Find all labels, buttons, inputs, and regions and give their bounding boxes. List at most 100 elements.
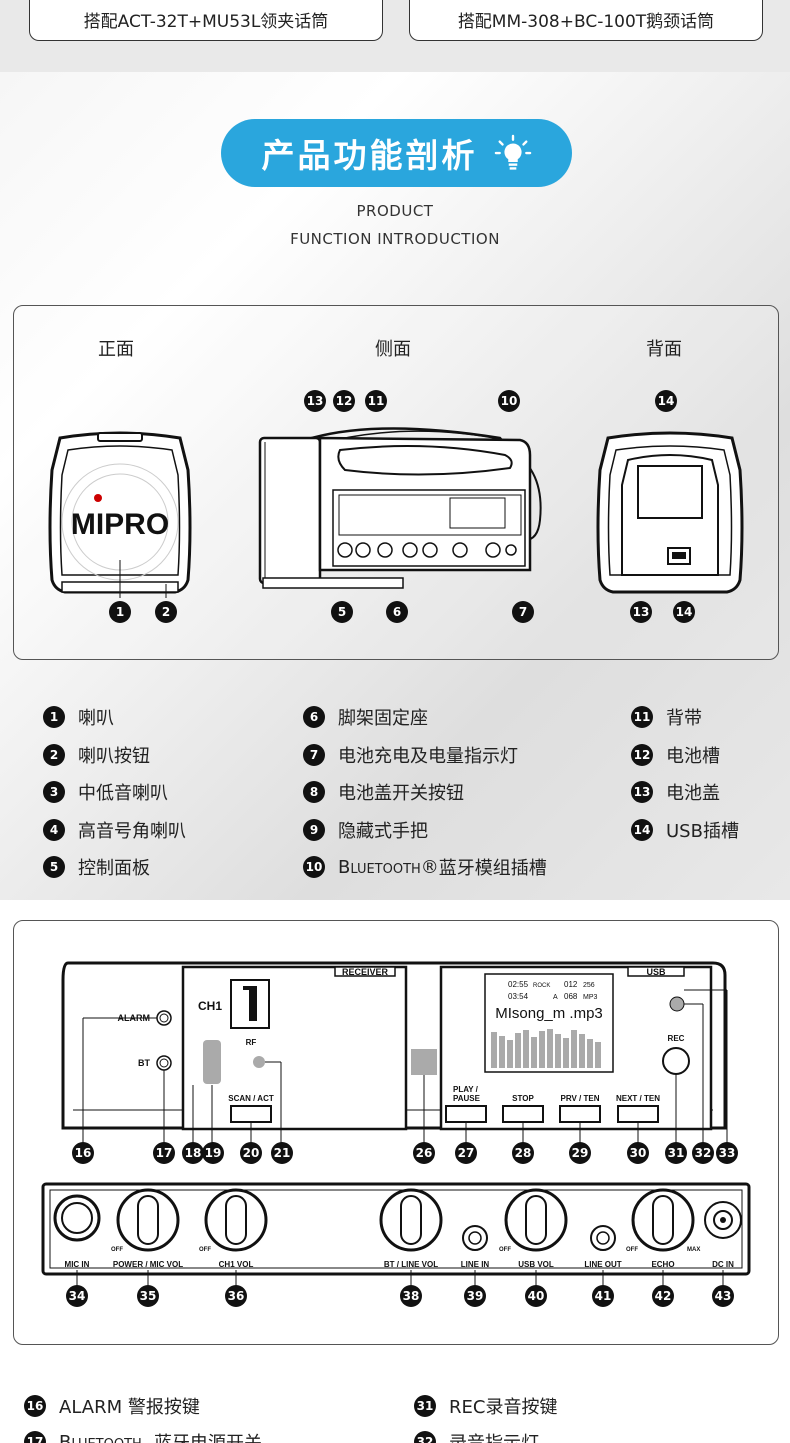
callout-6: 6 bbox=[386, 601, 408, 623]
section-title-text: 产品功能剖析 bbox=[261, 136, 478, 175]
legend-label: USB插槽 bbox=[666, 821, 739, 842]
callout-2: 2 bbox=[155, 601, 177, 623]
callout-18: 18 bbox=[182, 1142, 204, 1164]
legend-num: 6 bbox=[303, 706, 325, 728]
lcd-bitrate: 256 bbox=[583, 982, 595, 989]
legend-label: 喇叭按钮 bbox=[78, 746, 150, 767]
subtitle-line1: PRODUCT bbox=[356, 202, 434, 220]
mipro-logo: MIPRO bbox=[71, 508, 169, 541]
off-mark-ch1: OFF bbox=[199, 1247, 211, 1253]
off-mark-usb: OFF bbox=[499, 1247, 511, 1253]
legend-label: 中低音喇叭 bbox=[78, 783, 168, 804]
scan-act-label: SCAN / ACT bbox=[228, 1094, 274, 1103]
legend-num: 11 bbox=[631, 706, 653, 728]
callout-42: 42 bbox=[652, 1285, 674, 1307]
legend-num: 32 bbox=[414, 1431, 436, 1443]
subtitle-line2: FUNCTION INTRODUCTION bbox=[290, 230, 500, 248]
rf-label: RF bbox=[246, 1038, 257, 1047]
section-title: 产品功能剖析 bbox=[221, 119, 572, 187]
lcd-song: MIsong_m .mp3 bbox=[495, 1005, 603, 1022]
legend-label: 蓝牙模组插槽 bbox=[438, 858, 547, 879]
callout-35: 35 bbox=[137, 1285, 159, 1307]
legend-item-3: 3 中低音喇叭 bbox=[43, 779, 168, 805]
lcd-total: 068 bbox=[564, 992, 578, 1001]
combo-tag-lapel[interactable]: 搭配ACT-32T+MU53L领夹话筒 bbox=[29, 0, 383, 41]
callout-7: 7 bbox=[512, 601, 534, 623]
callout-36: 36 bbox=[225, 1285, 247, 1307]
callout-30: 30 bbox=[627, 1142, 649, 1164]
max-mark-echo: MAX bbox=[687, 1247, 700, 1253]
callout-43: 43 bbox=[712, 1285, 734, 1307]
callout-21: 21 bbox=[271, 1142, 293, 1164]
callout-27: 27 bbox=[455, 1142, 477, 1164]
legend-label: 喇叭 bbox=[78, 708, 114, 729]
callout-19: 19 bbox=[202, 1142, 224, 1164]
legend-label: 控制面板 bbox=[78, 858, 150, 879]
registered-mark: ® bbox=[420, 856, 439, 878]
callout-12: 14 bbox=[655, 390, 677, 412]
callout-1: 1 bbox=[109, 601, 131, 623]
lightbulb-icon bbox=[494, 134, 531, 170]
usb-tag: USB bbox=[646, 967, 666, 977]
legend-item-11: 11 背带 bbox=[631, 704, 702, 730]
callout-31: 31 bbox=[665, 1142, 687, 1164]
play-pause-label-1: PLAY / bbox=[453, 1085, 479, 1094]
combo-tag-gooseneck[interactable]: 搭配MM-308+BC-100T鹅颈话筒 bbox=[409, 0, 763, 41]
legend-label: 电池盖开关按钮 bbox=[338, 783, 464, 804]
legend-item-17: 17 Bluetooth- 蓝牙电源开关 bbox=[24, 1429, 262, 1443]
legend-label: - 蓝牙电源开关 bbox=[142, 1429, 262, 1443]
legend-num: 9 bbox=[303, 819, 325, 841]
legend-num: 14 bbox=[631, 819, 653, 841]
legend-num: 3 bbox=[43, 781, 65, 803]
legend-num: 1 bbox=[43, 706, 65, 728]
legend-num: 5 bbox=[43, 856, 65, 878]
bluetooth-text: Bluetooth bbox=[59, 1431, 142, 1443]
lcd-time1: 02:55 bbox=[508, 980, 529, 989]
front-view-label: 正面 bbox=[98, 339, 134, 360]
ch1-vol-label: CH1 VOL bbox=[219, 1260, 254, 1269]
bluetooth-text: Bluetooth bbox=[338, 856, 421, 878]
callout-9: 11 bbox=[365, 390, 387, 412]
line-in-label: LINE IN bbox=[461, 1260, 490, 1269]
usb-vol-label: USB VOL bbox=[518, 1260, 554, 1269]
back-view-drawing bbox=[596, 431, 744, 594]
lcd-time2: 03:54 bbox=[508, 992, 529, 1001]
legend-item-8: 8 电池盖开关按钮 bbox=[303, 779, 464, 805]
callout-28: 28 bbox=[512, 1142, 534, 1164]
legend-label: 录音指示灯 bbox=[449, 1429, 539, 1443]
front-view-drawing: MIPRO bbox=[48, 431, 192, 598]
legend-num: 17 bbox=[24, 1431, 46, 1443]
lcd-format: MP3 bbox=[583, 994, 598, 1001]
callout-38: 38 bbox=[400, 1285, 422, 1307]
lcd-a: A bbox=[553, 994, 558, 1001]
legend-num: 7 bbox=[303, 744, 325, 766]
legend-num: 12 bbox=[631, 744, 653, 766]
legend-item-32: 32 录音指示灯 bbox=[414, 1429, 539, 1443]
legend-label: 电池盖 bbox=[666, 783, 720, 804]
legend-label: 隐藏式手把 bbox=[338, 821, 428, 842]
dc-in-label: DC IN bbox=[712, 1260, 734, 1269]
control-panel-drawing: RECEIVER ALARM BT CH1 RF SCAN / ACT USB … bbox=[41, 961, 751, 1286]
legend-item-5: 5 控制面板 bbox=[43, 854, 150, 880]
legend-label: 背带 bbox=[666, 708, 702, 729]
callout-32: 32 bbox=[692, 1142, 714, 1164]
callout-11: 13 bbox=[304, 390, 326, 412]
mic-in-label: MIC IN bbox=[65, 1260, 90, 1269]
lcd-rock: ROCK bbox=[533, 983, 550, 989]
callout-34: 34 bbox=[66, 1285, 88, 1307]
lcd-track: 012 bbox=[564, 980, 578, 989]
play-pause-label-2: PAUSE bbox=[453, 1094, 481, 1103]
callout-17: 17 bbox=[153, 1142, 175, 1164]
legend-num: 16 bbox=[24, 1395, 46, 1417]
bt-line-vol-label: BT / LINE VOL bbox=[384, 1260, 438, 1269]
off-mark-power: OFF bbox=[111, 1247, 123, 1253]
legend-num: 8 bbox=[303, 781, 325, 803]
callout-40: 40 bbox=[525, 1285, 547, 1307]
